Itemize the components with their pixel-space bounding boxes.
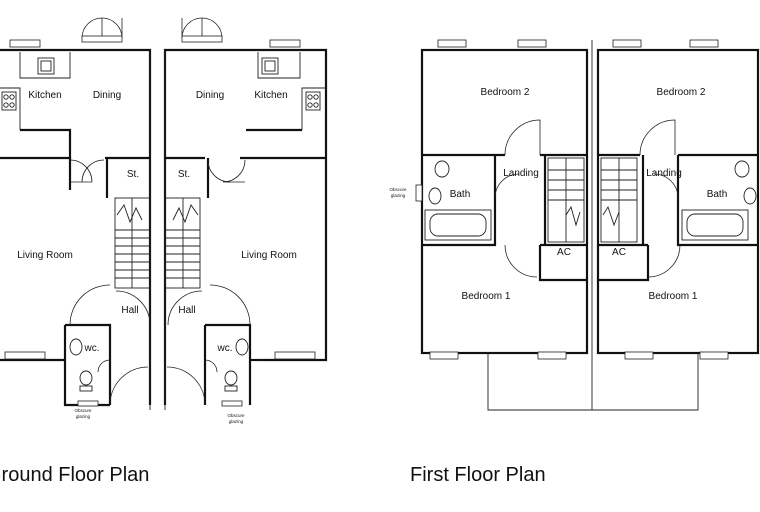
bath-label-right: Bath <box>707 189 728 200</box>
wc-basin-right <box>235 338 249 356</box>
basin-right <box>743 187 757 205</box>
porch-outline <box>487 353 699 411</box>
dining-label-right: Dining <box>196 90 224 101</box>
toilet-right <box>734 160 750 178</box>
landing-label-left: Landing <box>503 168 539 179</box>
store-label-left: St. <box>127 169 139 180</box>
wc-label-left: wc. <box>84 343 100 354</box>
wc-basin-left <box>69 338 83 356</box>
obscure-glazing-note-first-1: Obscure <box>389 187 407 192</box>
basin-left <box>428 187 442 205</box>
hall-label-left: Hall <box>121 305 138 316</box>
kitchen-label-left: Kitchen <box>28 90 61 101</box>
obscure-glazing-note-left-1: Obscure <box>74 408 92 413</box>
wc-label-right: wc. <box>217 343 233 354</box>
first-left-outer-wall <box>420 48 589 355</box>
bedroom1-label-left: Bedroom 1 <box>462 291 511 302</box>
store-label-right: St. <box>178 169 190 180</box>
ground-floor-plan: Kitchen Dining St. Living Room Hall wc. … <box>0 17 328 424</box>
first-floor-title: First Floor Plan <box>410 464 546 486</box>
ac-label-right: AC <box>612 247 626 258</box>
bedroom2-label-left: Bedroom 2 <box>481 87 530 98</box>
ac-label-left: AC <box>557 247 571 258</box>
landing-label-right: Landing <box>646 168 682 179</box>
first-floor-plan: Bedroom 2 Landing Bath AC Bedroom 1 Obsc… <box>389 39 760 411</box>
bedroom2-label-right: Bedroom 2 <box>657 87 706 98</box>
living-room-label-left: Living Room <box>17 250 73 261</box>
ground-floor-title: Ground Floor Plan <box>0 464 149 486</box>
first-right-outer-wall <box>596 48 760 355</box>
bath-label-left: Bath <box>450 189 471 200</box>
wc-toilet-left <box>79 370 93 386</box>
obscure-glazing-note-right-2: glazing <box>229 419 244 424</box>
bedroom1-label-right: Bedroom 1 <box>649 291 698 302</box>
obscure-glazing-note-first-2: glazing <box>391 193 406 198</box>
toilet-left <box>434 160 450 178</box>
obscure-glazing-note-left-2: glazing <box>76 414 91 419</box>
kitchen-label-right: Kitchen <box>254 90 287 101</box>
living-room-label-right: Living Room <box>241 250 297 261</box>
dining-label-left: Dining <box>93 90 121 101</box>
hall-label-right: Hall <box>178 305 195 316</box>
obscure-glazing-note-right-1: Obscure <box>227 413 245 418</box>
wc-toilet-right <box>224 370 238 386</box>
